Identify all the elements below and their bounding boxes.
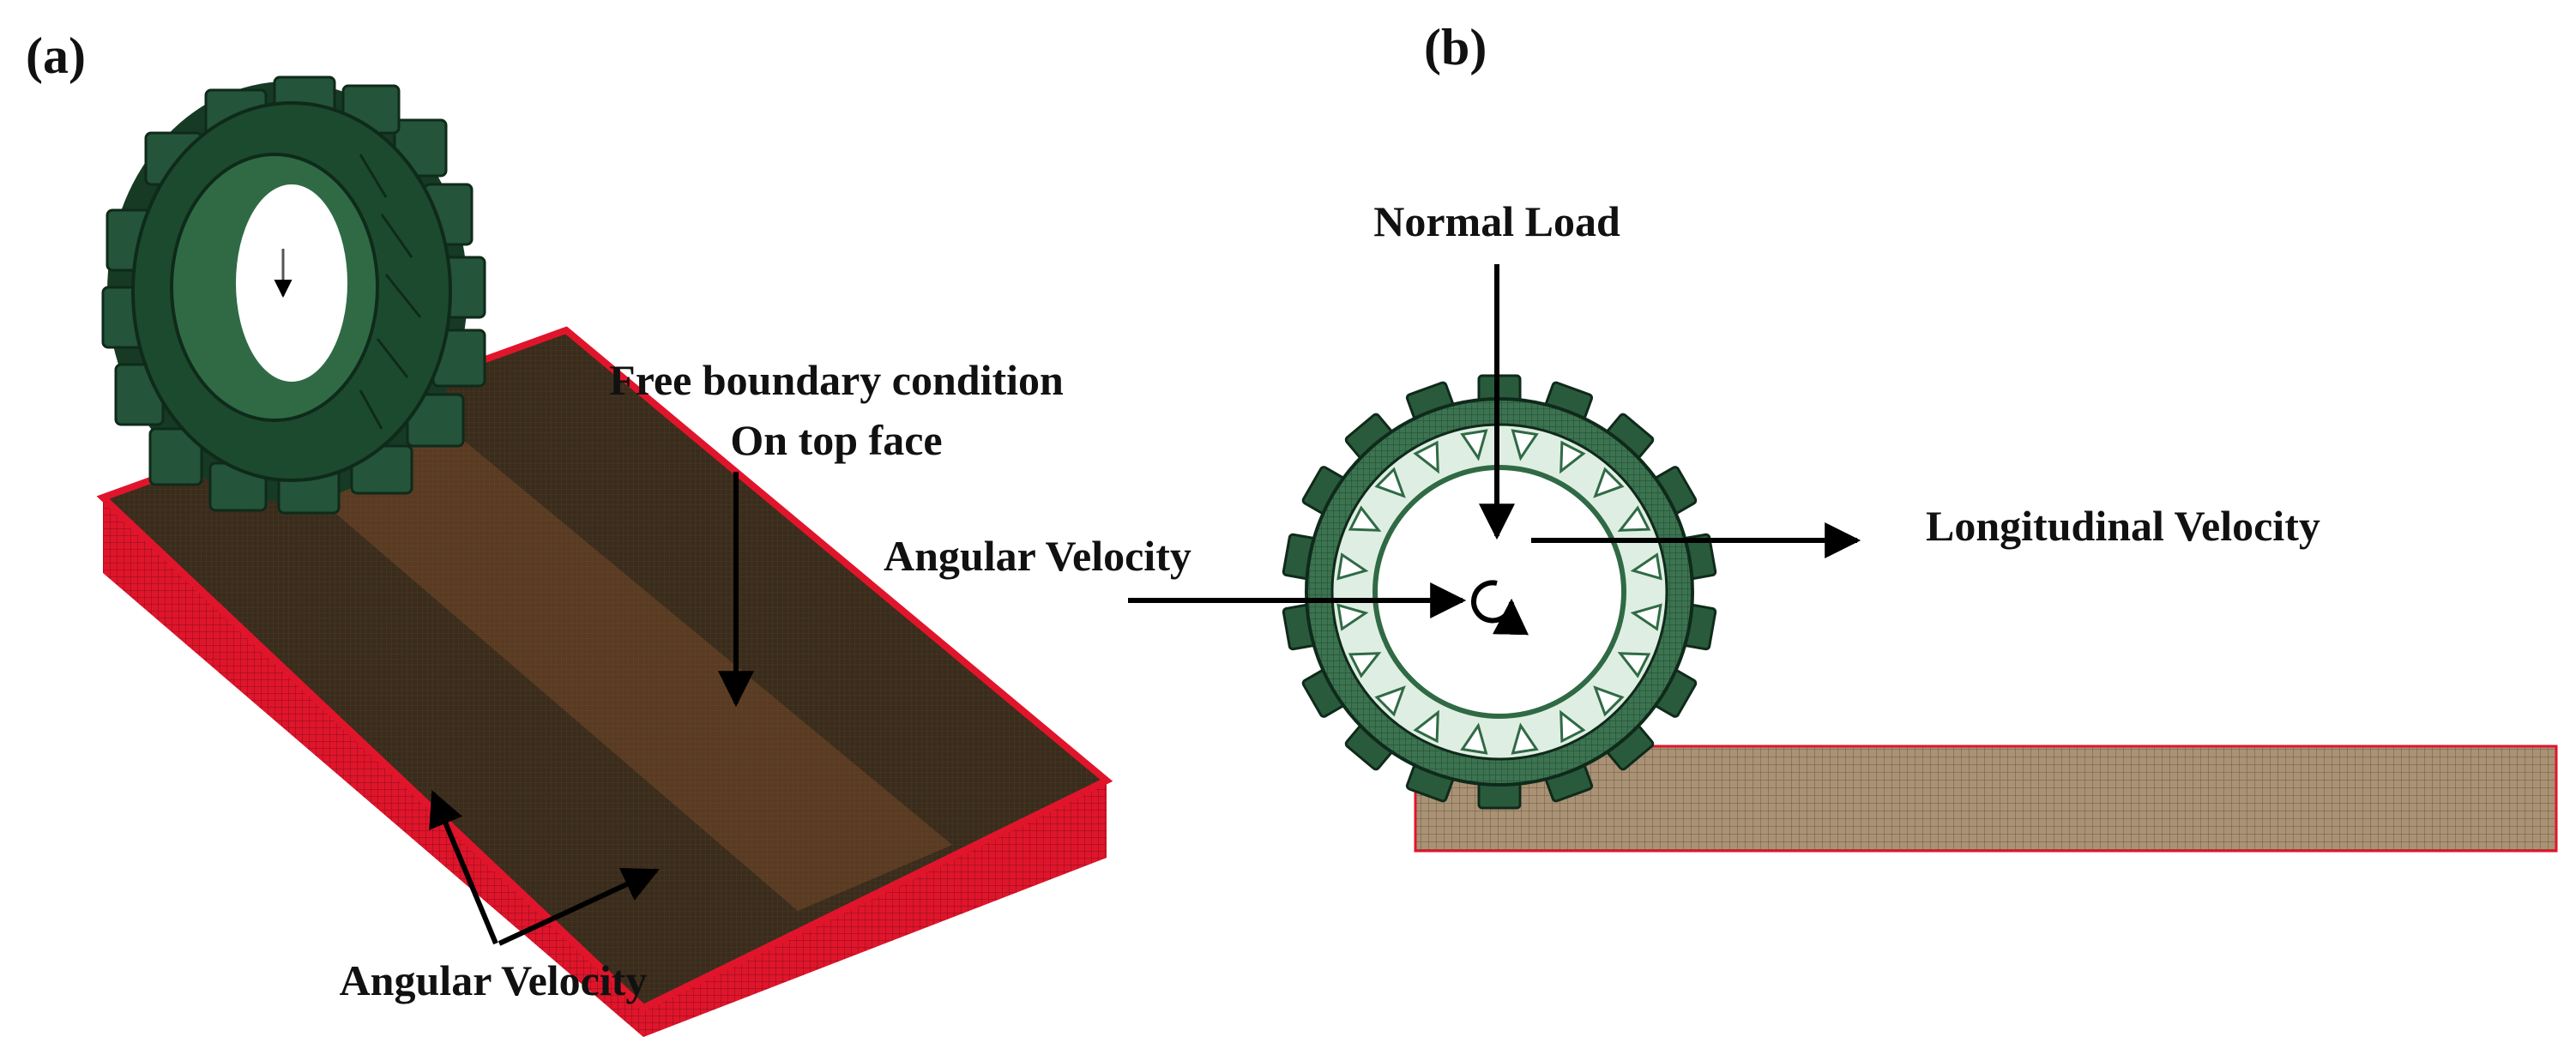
free-boundary-label-line2: On top face	[730, 416, 942, 464]
tire-pocket	[1348, 652, 1382, 678]
angular-velocity-label-b: Angular Velocity	[884, 532, 1191, 580]
tire-pocket	[1630, 552, 1662, 581]
tire-pocket	[1617, 505, 1651, 532]
soil-block-front-face	[103, 497, 643, 1037]
panel-label-b: (b)	[1424, 19, 1487, 75]
tire-pocket	[1617, 652, 1651, 678]
tire-pocket	[1374, 467, 1406, 498]
tire-pocket	[1630, 603, 1662, 631]
tire-3d	[101, 75, 486, 515]
soil-tire-track	[257, 390, 952, 911]
soil-block-3d	[96, 326, 1113, 1037]
tire-pocket	[1413, 440, 1439, 474]
angular-velocity-arrow-a-right	[498, 867, 660, 946]
normal-load-label: Normal Load	[1373, 197, 1620, 245]
tire-2d	[1282, 374, 1717, 810]
free-boundary-label-line1: Free boundary condition	[609, 356, 1064, 404]
longitudinal-velocity-label: Longitudinal Velocity	[1926, 502, 2320, 550]
tire-pocket	[1413, 709, 1439, 744]
angular-velocity-label-a: Angular Velocity	[340, 956, 648, 1004]
tire-pocket	[1460, 722, 1488, 755]
tire-pocket	[1511, 722, 1539, 755]
tire-pocket	[1559, 709, 1586, 744]
tire-pocket	[1336, 552, 1369, 581]
soil-block-side-face	[643, 781, 1107, 1037]
tire-pocket	[1593, 467, 1625, 498]
tire-pocket	[1460, 429, 1488, 461]
angular-velocity-arrow-a-left	[429, 790, 498, 945]
tire-pocket	[1593, 685, 1625, 717]
soil-strip-2d	[1414, 745, 2558, 853]
panel-label-a: (a)	[26, 27, 86, 84]
tire-pocket	[1348, 505, 1382, 532]
tire-pocket	[1511, 429, 1539, 461]
tire-pocket	[1559, 440, 1586, 474]
tire-pocket	[1374, 685, 1406, 717]
rotation-symbol-icon	[1471, 580, 1529, 636]
tire-pocket	[1336, 603, 1369, 631]
